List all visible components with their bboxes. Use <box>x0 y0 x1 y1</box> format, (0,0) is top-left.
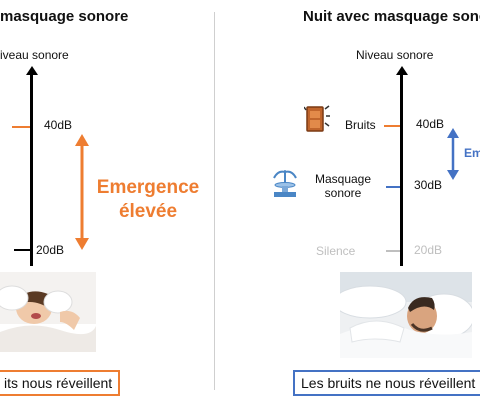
right-silence-label: Silence <box>316 244 356 258</box>
right-masking-label-line1: Masquage <box>314 172 372 186</box>
right-panel-title: Nuit avec masquage sonore <box>303 8 480 25</box>
right-photo-sleeping-man <box>340 272 472 358</box>
panel-divider <box>214 12 215 390</box>
left-axis-line <box>30 74 33 266</box>
right-tick-20db <box>386 250 400 252</box>
right-tick-label-40db: 40dB <box>416 117 445 131</box>
fountain-icon <box>273 170 297 197</box>
left-emergence-line1: Emergence <box>96 177 200 198</box>
left-emergence-line2: élevée <box>118 201 178 222</box>
right-axis-arrowhead <box>396 66 408 75</box>
door-slam-icon <box>304 105 330 132</box>
right-tick-label-20db: 20dB <box>414 243 443 257</box>
left-caption: its nous réveillent <box>0 370 120 396</box>
right-emergence-arrow <box>447 128 459 180</box>
left-panel-title: masquage sonore <box>0 8 129 25</box>
left-axis-label: iveau sonore <box>0 48 69 62</box>
left-photo-woman-covering-ears <box>0 272 96 352</box>
right-emergence-partial-label: Eme <box>464 146 480 160</box>
right-axis-label: Niveau sonore <box>356 48 434 62</box>
left-axis-arrowhead <box>26 66 38 75</box>
right-tick-label-30db: 30dB <box>414 178 443 192</box>
right-axis-line <box>400 74 403 266</box>
left-tick-label-40db: 40dB <box>44 118 73 132</box>
left-emergence-arrow <box>75 134 89 250</box>
right-tick-30db <box>386 186 400 188</box>
left-tick-40db <box>12 126 30 128</box>
right-masking-label: Masquage sonore <box>312 172 374 200</box>
left-tick-20db <box>14 249 30 251</box>
right-noise-label: Bruits <box>345 118 376 132</box>
right-tick-40db <box>384 125 400 127</box>
right-caption: Les bruits ne nous réveillent p <box>293 370 480 396</box>
left-tick-label-20db: 20dB <box>36 243 65 257</box>
left-emergence-label: Emergence élevée <box>96 176 200 224</box>
right-masking-label-line2: sonore <box>324 186 362 200</box>
